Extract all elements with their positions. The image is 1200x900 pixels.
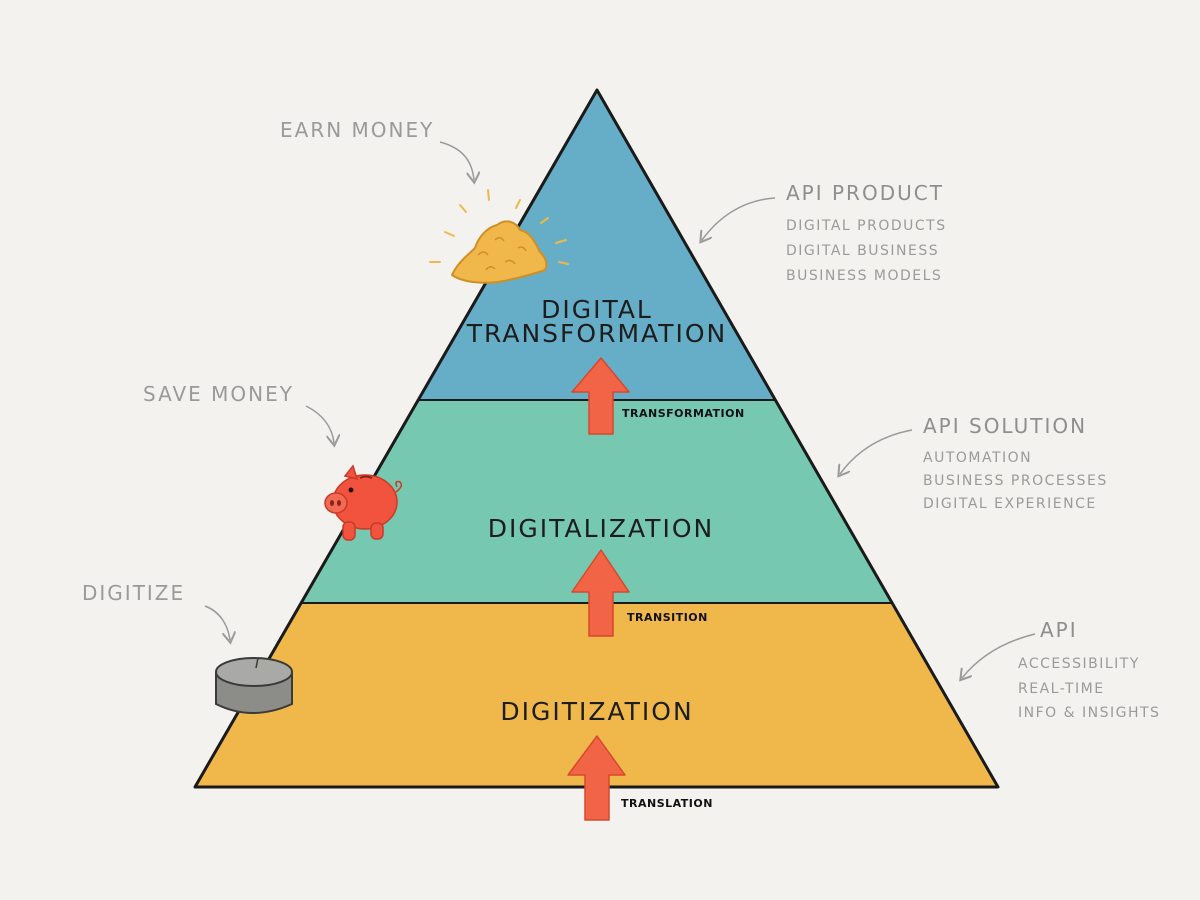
arrow-up-icon <box>571 549 630 637</box>
arrow-transformation <box>571 357 630 435</box>
tier-title-digitization: Digitization <box>500 697 693 726</box>
right-heading-api-solution: API Solution <box>923 414 1087 438</box>
right-item-accessibility: Accessibility <box>1018 656 1140 672</box>
tier-middle-digitalization <box>302 400 891 603</box>
arrow-to-money-pile <box>439 141 474 180</box>
right-heading-api: API <box>1040 618 1078 642</box>
right-item-automation: Automation <box>923 450 1032 466</box>
right-item-business-processes: Business processes <box>923 473 1108 489</box>
arrow-up-icon <box>571 357 630 435</box>
left-label-digitize: Digitize <box>82 581 185 605</box>
arrow-translation <box>567 735 626 821</box>
tier-bottom-digitization <box>195 603 998 787</box>
right-heading-api-product: API Product <box>786 181 944 205</box>
money-pile-icon <box>429 189 569 284</box>
right-item-business-models: Business models <box>786 268 942 284</box>
right-item-real-time: Real-time <box>1018 681 1105 697</box>
arrow-to-bottom-tier <box>962 633 1036 678</box>
right-item-info-insights: Info & insights <box>1018 705 1160 721</box>
right-item-digital-products: Digital products <box>786 218 947 234</box>
arrow-to-piggy-bank <box>305 405 334 443</box>
tier-title-transformation: Transformation <box>466 319 727 348</box>
tier-top-digital-transformation <box>419 90 775 400</box>
step-label-translation: Translation <box>621 797 713 810</box>
piggy-bank-icon <box>324 464 403 541</box>
arrow-up-icon <box>567 735 626 821</box>
left-label-save-money: Save money <box>143 382 294 406</box>
tier-title-digital: Digital <box>541 295 653 324</box>
arrow-transition <box>571 549 630 637</box>
arrow-to-top-tier <box>702 197 776 240</box>
right-item-digital-business: Digital business <box>786 243 939 259</box>
disk-icon <box>215 657 293 714</box>
right-item-digital-experience: Digital experience <box>923 496 1097 512</box>
arrow-to-middle-tier <box>840 429 913 474</box>
step-label-transition: Transition <box>627 611 708 624</box>
step-label-transformation: Transformation <box>622 407 745 420</box>
left-label-earn-money: Earn money <box>280 118 434 142</box>
arrow-to-disk <box>204 605 230 640</box>
tier-title-digitalization: Digitalization <box>488 514 714 543</box>
